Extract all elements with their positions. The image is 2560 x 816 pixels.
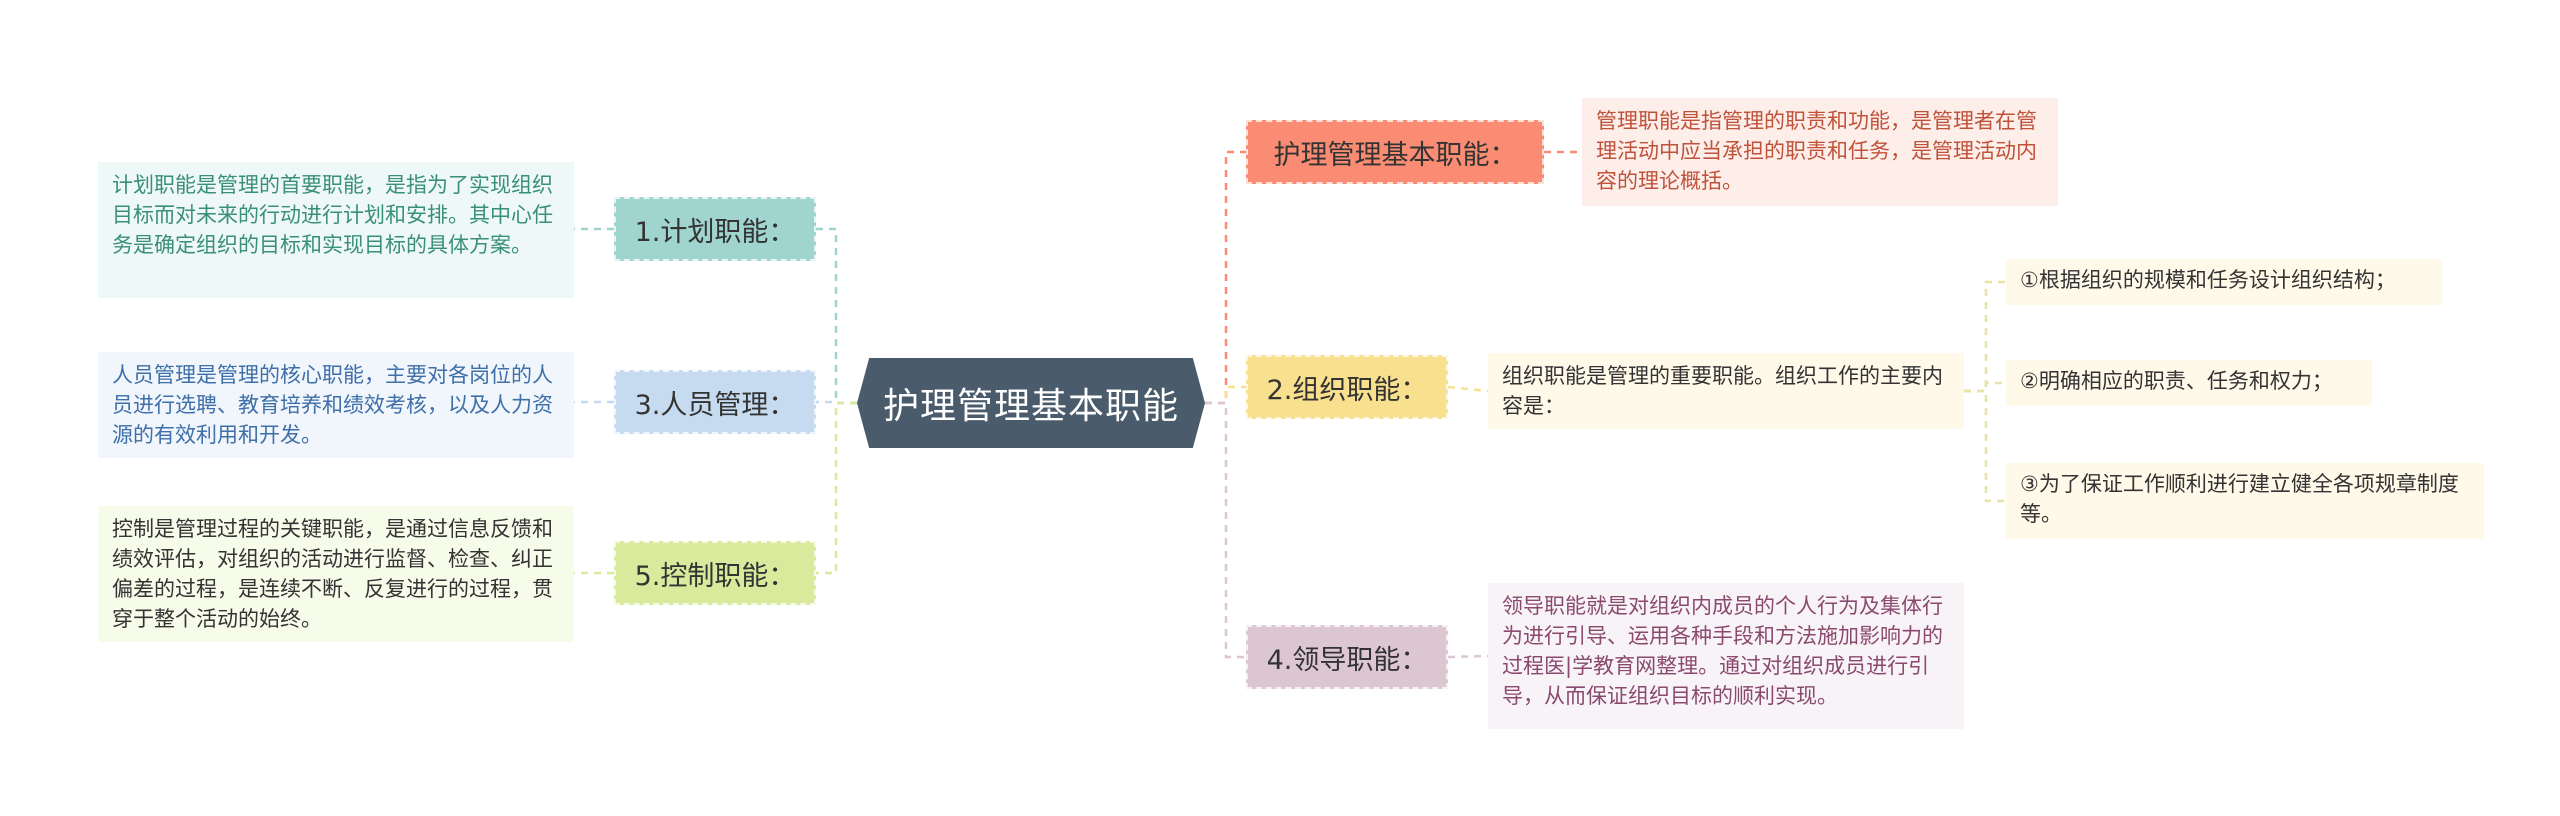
leaf-organizing-description: 组织职能是管理的重要职能。组织工作的主要内容是： [1488, 353, 1964, 429]
connector-organizing-item-2 [1964, 389, 2006, 503]
central-topic[interactable]: 护理管理基本职能 [857, 358, 1205, 448]
connector-center-left-0 [816, 227, 857, 405]
leaf-control-description: 控制是管理过程的关键职能，是通过信息反馈和绩效评估，对组织的活动进行监督、检查、… [98, 506, 574, 642]
connector-center-left-1 [816, 400, 857, 405]
leaf-basic-functions-description: 管理职能是指管理的职责和功能，是管理者在管理活动中应当承担的职责和任务，是管理活… [1582, 98, 2058, 206]
connector-right-leaf-2 [1447, 654, 1489, 659]
branch-basic-functions[interactable]: 护理管理基本职能： [1246, 120, 1544, 184]
branch-control-function[interactable]: 5.控制职能： [614, 541, 816, 605]
branch-personnel-management[interactable]: 3.人员管理： [614, 370, 816, 434]
leaf-personnel-description: 人员管理是管理的核心职能，主要对各岗位的人员进行选聘、教育培养和绩效考核，以及人… [98, 352, 574, 458]
connector-organizing-item-1 [1964, 381, 2006, 393]
branch-organizing-function[interactable]: 2.组织职能： [1246, 355, 1448, 419]
connector-right-leaf-1 [1447, 385, 1489, 393]
connector-center-right-1 [1205, 385, 1246, 405]
connector-center-right-0 [1205, 150, 1246, 405]
leaf-planning-description: 计划职能是管理的首要职能，是指为了实现组织目标而对未来的行动进行计划和安排。其中… [98, 162, 574, 298]
connector-organizing-item-0 [1964, 280, 2006, 393]
branch-leading-function[interactable]: 4.领导职能： [1246, 625, 1448, 689]
connector-center-left-2 [816, 401, 857, 575]
leaf-organizing-item-1: ①根据组织的规模和任务设计组织结构； [2006, 259, 2442, 305]
leaf-leading-description: 领导职能就是对组织内成员的个人行为及集体行为进行引导、运用各种手段和方法施加影响… [1488, 583, 1964, 729]
branch-planning-function[interactable]: 1.计划职能： [614, 197, 816, 261]
leaf-organizing-item-2: ②明确相应的职责、任务和权力； [2006, 360, 2372, 406]
connector-center-right-2 [1205, 401, 1246, 659]
leaf-organizing-item-3: ③为了保证工作顺利进行建立健全各项规章制度等。 [2006, 463, 2484, 539]
